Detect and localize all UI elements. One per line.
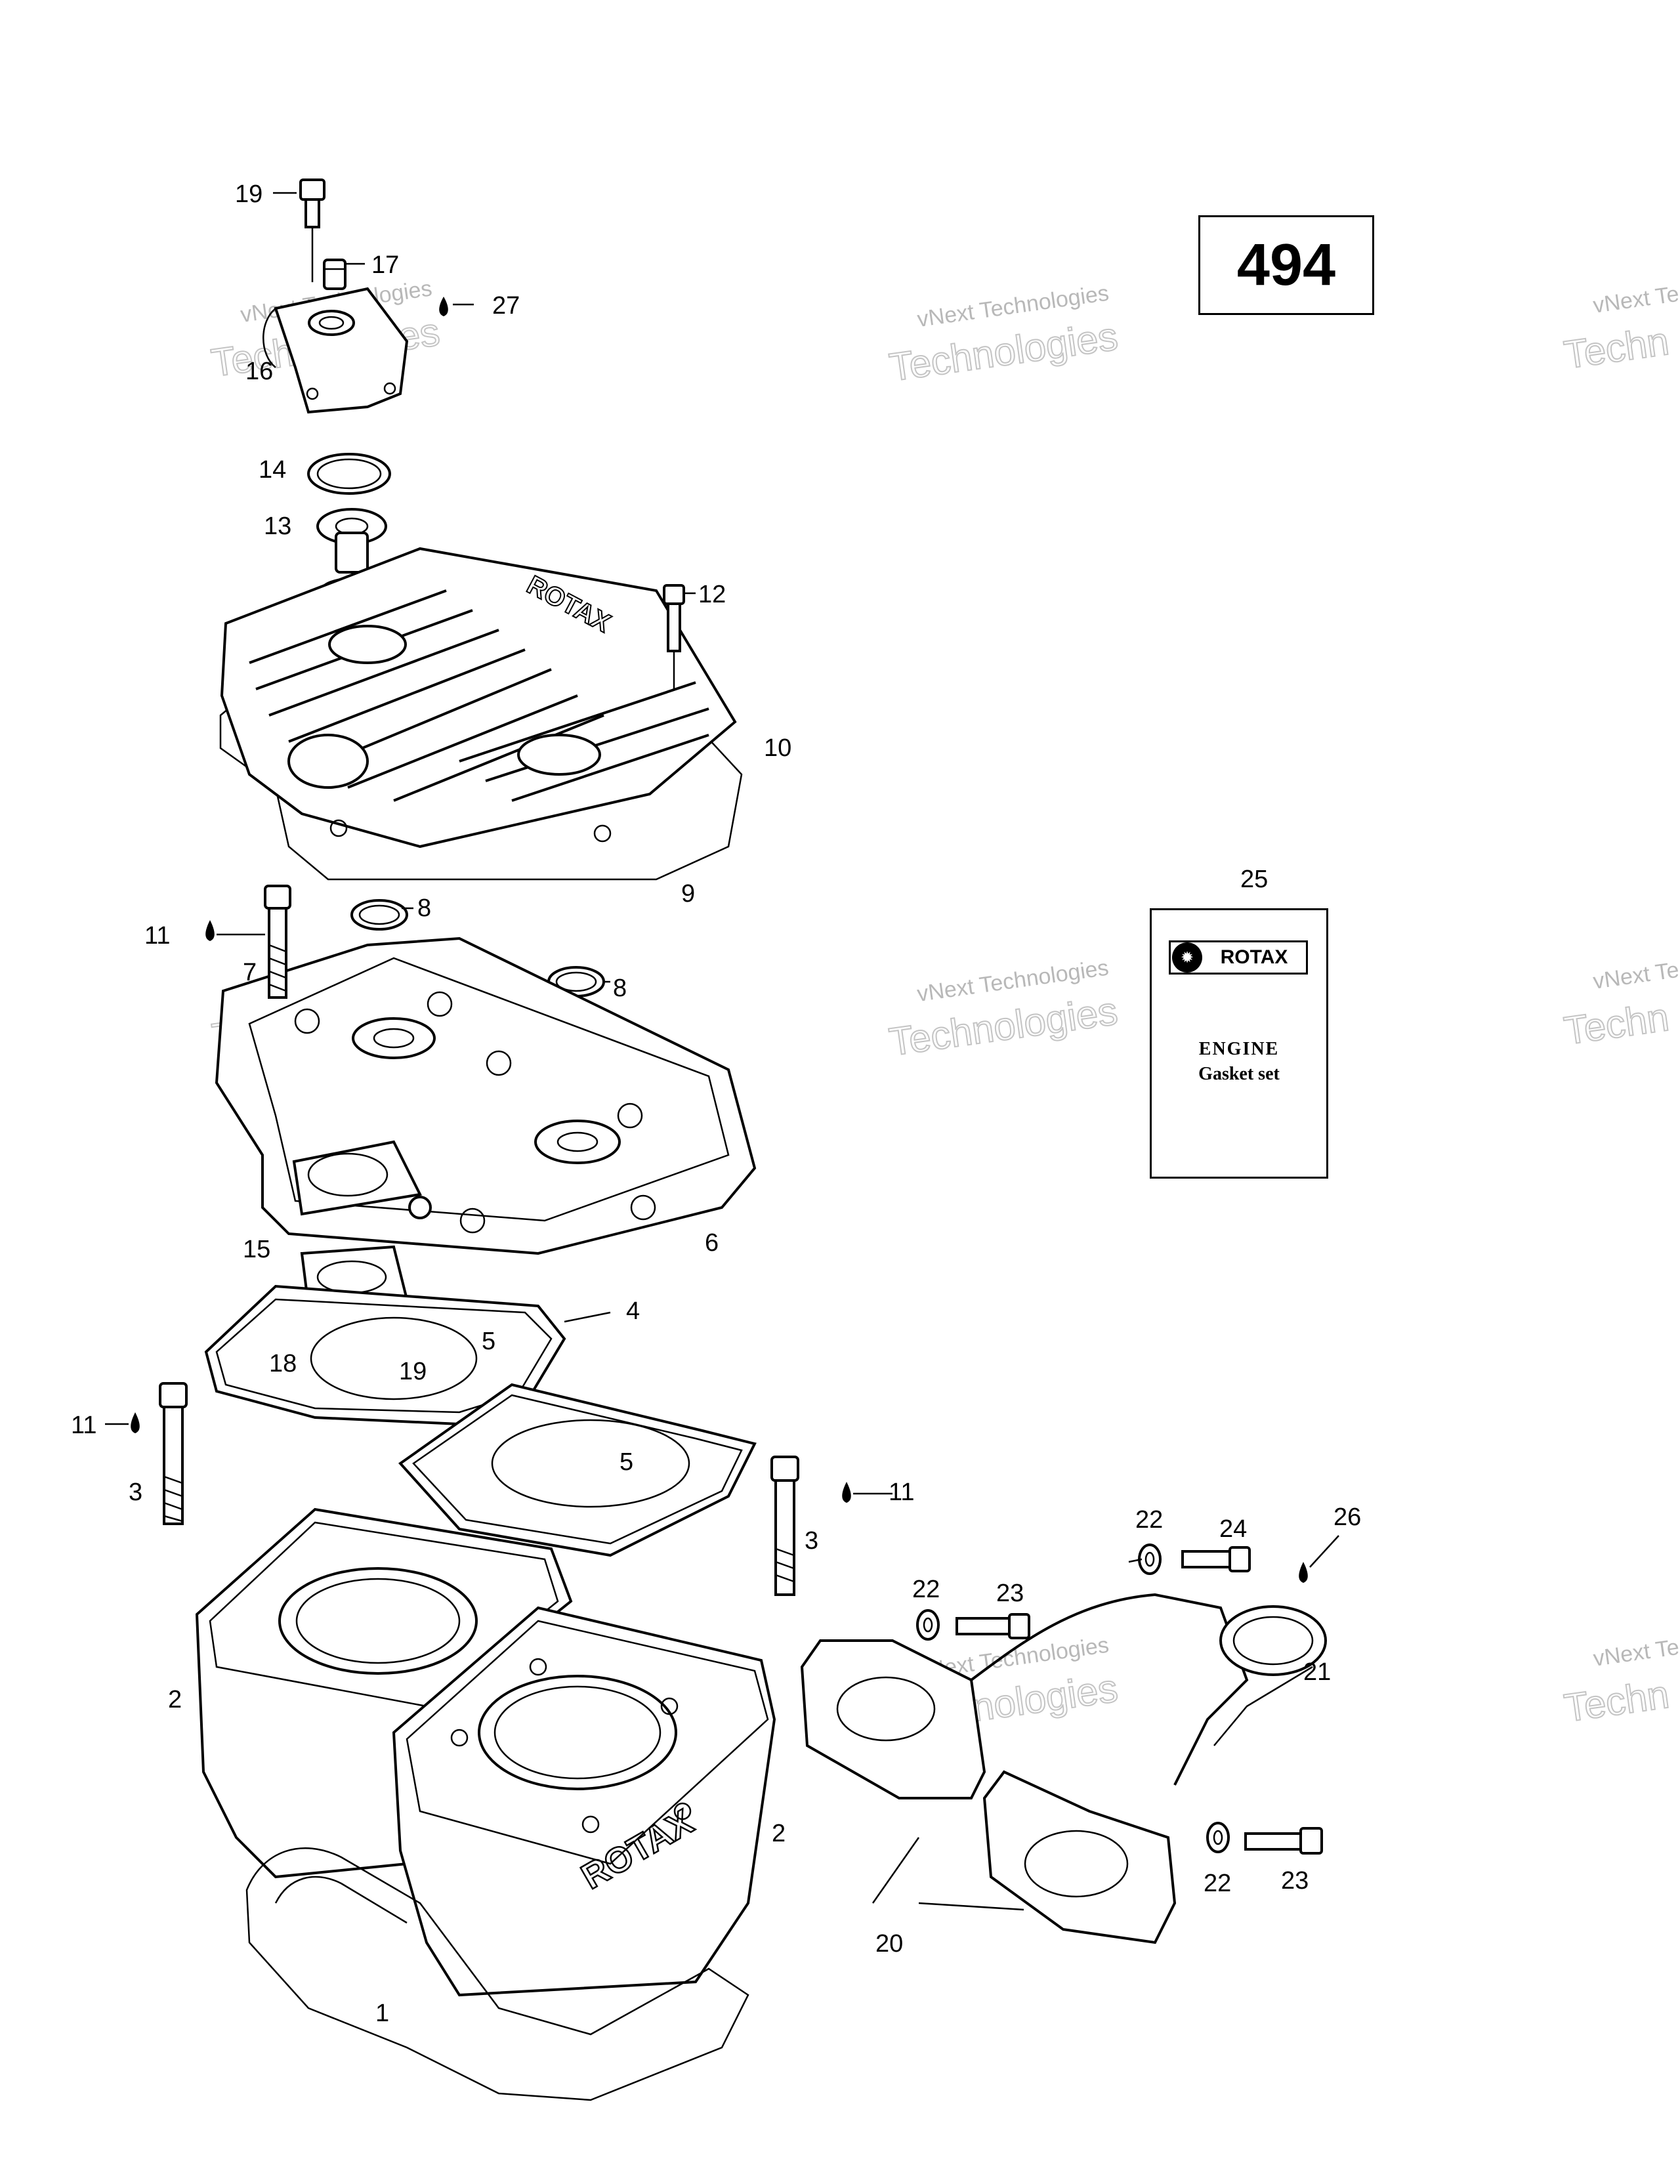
callout-25: 25 [1240, 866, 1268, 893]
callout-24: 24 [1219, 1515, 1247, 1543]
callout-8-mid: 8 [613, 975, 627, 1002]
seal-27-part [439, 297, 448, 316]
callout-16: 16 [245, 358, 273, 385]
exhaust-sleeve-21-part [1213, 1605, 1327, 1746]
page-number-box: 494 [1198, 215, 1374, 315]
cylinder-2-right-part: ROTAX [392, 1606, 776, 1997]
gasket-set-booklet: ✹ ROTAX ENGINE Gasket set [1150, 908, 1328, 1179]
leader-4 [564, 1311, 611, 1323]
callout-21: 21 [1303, 1658, 1331, 1686]
callout-18: 18 [269, 1350, 297, 1377]
cylinder-bolt-3-right-part [770, 1456, 799, 1596]
callout-4: 4 [626, 1297, 640, 1325]
callout-11-right: 11 [889, 1479, 914, 1506]
sealant-drop-11-top-part [205, 920, 265, 941]
screw-12-part [663, 584, 685, 689]
bolt-23-lower-part [1244, 1827, 1323, 1855]
callout-10: 10 [764, 734, 791, 762]
bolt-19-top-part [299, 178, 326, 282]
base-gasket-1-part [245, 1847, 749, 2101]
rotax-brand: ROTAX [1220, 946, 1288, 968]
head-gasket-right-part [398, 1383, 757, 1557]
callout-2-right: 2 [772, 1820, 786, 1847]
watermark-mid-right: vNext Te Techn [1561, 957, 1680, 1054]
callout-8-top: 8 [417, 894, 431, 922]
svg-text:vNext Te: vNext Te [1591, 1635, 1680, 1671]
cylinder-2-left-part [195, 1507, 573, 1879]
svg-text:vNext Te: vNext Te [1591, 282, 1680, 318]
watermark-bottom-right: vNext Te Techn [1561, 1635, 1680, 1731]
cylinder-bolt-3-left-part [159, 1382, 188, 1525]
gasket-set-title-line2: Gasket set [1198, 1064, 1280, 1084]
thermostat-housing-part [262, 287, 409, 414]
washer-22-mid-part [916, 1609, 940, 1641]
callout-23-mid: 23 [996, 1580, 1024, 1607]
svg-text:vNext Te: vNext Te [1591, 957, 1680, 994]
callout-2-left: 2 [168, 1686, 182, 1713]
sealant-drop-11-left-part [105, 1412, 140, 1433]
callout-5-lower: 5 [620, 1448, 633, 1476]
callout-1: 1 [375, 2000, 389, 2027]
callout-23-lower: 23 [1281, 1867, 1309, 1895]
callout-11-top: 11 [144, 922, 170, 950]
svg-text:Techn: Techn [1562, 1672, 1672, 1731]
callout-26: 26 [1334, 1503, 1361, 1531]
valve-cover-10-part: ROTAX [220, 547, 737, 849]
cylinder-head-6-part [215, 936, 757, 1255]
callout-17: 17 [371, 251, 399, 279]
rotax-logo: ✹ ROTAX [1169, 940, 1308, 975]
svg-text:Techn: Techn [1561, 319, 1671, 377]
callout-11-left: 11 [71, 1412, 96, 1439]
callout-22-mid: 22 [912, 1576, 940, 1603]
watermark-top-right: vNext Te Techn [1561, 282, 1680, 378]
callout-5-upper: 5 [482, 1328, 495, 1355]
head-bolt-7-part [264, 885, 291, 999]
svg-text:Techn: Techn [1561, 995, 1671, 1053]
callout-22-lower: 22 [1204, 1870, 1231, 1897]
o-ring-14-part [307, 453, 391, 495]
callout-19-top: 19 [235, 180, 262, 208]
callout-22-upper: 22 [1135, 1506, 1163, 1534]
sealant-drop-26-part [1299, 1535, 1339, 1583]
callout-20: 20 [875, 1930, 903, 1958]
page-number: 494 [1236, 232, 1336, 298]
callout-12: 12 [698, 581, 726, 608]
o-ring-8-left-part [350, 899, 408, 931]
callout-14: 14 [259, 456, 286, 484]
callout-7: 7 [243, 959, 257, 986]
callout-3-left: 3 [129, 1479, 142, 1506]
callout-13: 13 [264, 513, 291, 540]
washer-22-lower-part [1206, 1822, 1230, 1853]
exhaust-manifold-20-part [800, 1593, 1249, 1944]
callout-9: 9 [681, 880, 695, 908]
callout-27: 27 [492, 292, 520, 320]
callout-3-right: 3 [805, 1527, 818, 1555]
washer-22-upper-part [1138, 1544, 1162, 1575]
gear-icon: ✹ [1172, 942, 1202, 973]
sealant-drop-11-right-part [842, 1482, 892, 1503]
gasket-set-title-line1: ENGINE [1198, 1039, 1280, 1059]
callout-15: 15 [243, 1236, 270, 1263]
bleed-screw-17-part [323, 259, 346, 290]
bolt-24-part [1181, 1546, 1251, 1572]
watermark-top-center: vNext Technologies Technologies [886, 281, 1121, 390]
callout-19-lower: 19 [399, 1358, 427, 1385]
bolt-23-mid-part [956, 1613, 1030, 1639]
leader-lines [273, 192, 1143, 1563]
watermark-mid-center: vNext Technologies Technologies [886, 956, 1121, 1065]
callout-6: 6 [705, 1229, 719, 1257]
